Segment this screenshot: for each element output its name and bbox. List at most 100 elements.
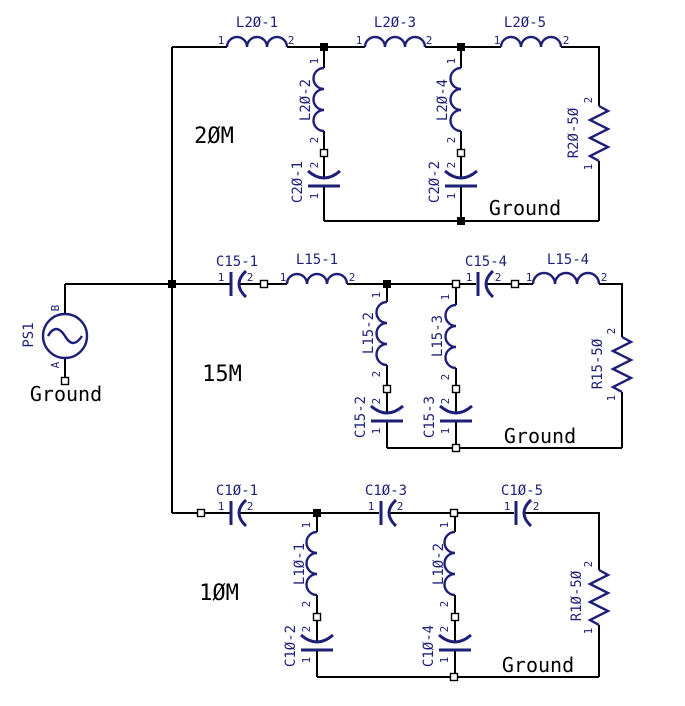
pin-label: 1 [445,58,458,65]
band-20m-filter: 2ØM Ground L2Ø-1 L2Ø-3 L2Ø-5 L2Ø-2 L2Ø-4… [172,15,611,225]
connection-square [312,612,322,622]
C15-4-symbol[interactable] [476,269,495,299]
C15-2-symbol[interactable] [370,404,404,423]
pin-label: 2 [445,137,458,144]
band-10m-filter: 1ØM Ground C1Ø-1 C1Ø-3 C1Ø-5 L1Ø-1 L1Ø-2… [172,483,611,682]
L20-1-label: L2Ø-1 [236,15,278,31]
L10-1-symbol[interactable] [305,530,318,597]
source-ground-label: Ground [30,382,102,406]
C15-4-label: C15-4 [465,254,507,270]
C20-1-symbol[interactable] [307,169,341,188]
pin-label: 2 [605,328,618,335]
junction-dot [313,509,321,517]
pin-label: 1 [356,34,363,47]
connection-square [450,612,460,622]
C10-3-symbol[interactable] [379,498,398,528]
pin-label: A [49,361,62,368]
connection-square [319,148,329,158]
band-15m-filter: 15M Ground C15-1 L15-1 C15-4 L15-4 L15-2… [65,252,634,453]
pin-label: 1 [582,628,595,635]
R10-50-symbol[interactable] [587,568,611,627]
connection-square [259,279,269,289]
pin-label: 2 [349,271,356,284]
pin-label: B [49,304,62,311]
pin-label: 1 [466,271,473,284]
pin-label: 2 [300,601,313,608]
junction-dot [457,217,465,225]
R15-50-label: R15-5Ø [590,338,606,389]
pin-label: 2 [438,626,451,633]
L20-5-symbol[interactable] [499,35,563,48]
L20-4-symbol[interactable] [449,66,462,133]
C10-2-label: C1Ø-2 [283,625,299,667]
pin-label: 2 [582,97,595,104]
band-10m-label: 1ØM [199,581,239,606]
L10-1-label: L1Ø-1 [292,543,308,585]
L15-3-symbol[interactable] [444,303,457,370]
C15-1-symbol[interactable] [229,269,248,299]
C20-2-label: C2Ø-2 [427,161,443,203]
junction-dot [320,43,328,51]
pin-label: 2 [439,398,452,405]
pin-label: 1 [218,271,225,284]
C15-3-symbol[interactable] [439,404,473,423]
pin-label: 2 [370,371,383,378]
L20-1-symbol[interactable] [225,35,289,48]
pin-label: 2 [308,162,321,169]
connection-square [449,672,459,682]
C20-2-symbol[interactable] [444,169,478,188]
pin-label: 1 [300,522,313,529]
connection-square [456,148,466,158]
pin-label: 1 [300,657,313,664]
pin-label: 2 [308,137,321,144]
C10-1-symbol[interactable] [229,498,248,528]
L20-2-symbol[interactable] [312,66,325,133]
pin-label: 2 [533,500,540,513]
pin-label: 1 [526,271,533,284]
pin-label: 2 [495,271,502,284]
C10-1-label: C1Ø-1 [216,483,258,499]
pin-label: 2 [288,34,295,47]
pin-label: 2 [247,271,254,284]
C10-4-symbol[interactable] [438,633,472,652]
L15-4-label: L15-4 [547,252,589,268]
C15-2-label: C15-2 [353,396,369,438]
pin-label: 2 [397,500,404,513]
L20-4-label: L2Ø-4 [435,79,451,121]
connection-square [449,508,459,518]
R20-50-symbol[interactable] [587,104,611,163]
signal-source: PS1 B A Ground [21,284,102,406]
C10-5-symbol[interactable] [514,498,533,528]
L20-3-symbol[interactable] [363,35,427,48]
pin-label: 1 [494,34,501,47]
connection-square [196,508,206,518]
C15-3-label: C15-3 [422,396,438,438]
pin-label: 2 [601,271,608,284]
pin-label: 2 [426,34,433,47]
R15-50-symbol[interactable] [610,335,634,394]
pin-label: 1 [218,34,225,47]
L10-2-label: L1Ø-2 [431,543,447,585]
L15-4-symbol[interactable] [531,271,601,285]
connection-square [382,384,392,394]
pin-label: 2 [370,398,383,405]
L15-3-label: L15-3 [430,315,446,357]
L15-2-label: L15-2 [361,312,377,354]
pin-label: 2 [438,601,451,608]
pin-label: 1 [439,294,452,301]
band-20m-label: 2ØM [194,124,234,149]
L20-3-label: L2Ø-3 [374,15,416,31]
C20-1-label: C2Ø-1 [290,161,306,203]
L10-2-symbol[interactable] [443,530,456,597]
L15-1-symbol[interactable] [285,272,349,285]
terminal-square [60,376,70,386]
pin-label: 1 [280,271,287,284]
L15-2-symbol[interactable] [375,300,388,367]
pin-label: 1 [370,428,383,435]
C10-2-symbol[interactable] [300,633,334,652]
ps1-label: PS1 [21,322,37,347]
ps1-source-symbol[interactable] [41,312,89,360]
L20-2-label: L2Ø-2 [298,79,314,121]
